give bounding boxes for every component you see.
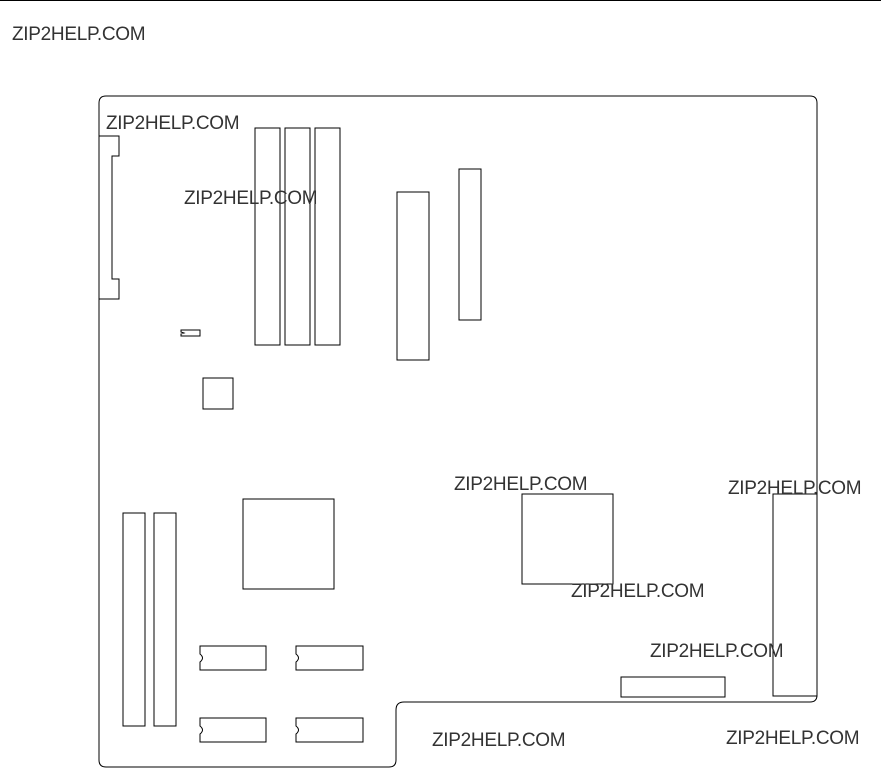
- jumper: [181, 330, 200, 336]
- watermark-text: ZIP2HELP.COM: [184, 188, 318, 209]
- dip-chip-3: [200, 718, 266, 742]
- top-rule: [0, 0, 881, 1]
- watermark-text: ZIP2HELP.COM: [106, 113, 240, 134]
- dip-chip-4: [296, 718, 363, 742]
- bottom-connector: [621, 677, 725, 697]
- rear-io-connector: [99, 136, 119, 299]
- watermark-text: ZIP2HELP.COM: [726, 728, 860, 749]
- board-outline: [99, 96, 817, 767]
- watermark-text: ZIP2HELP.COM: [650, 641, 784, 662]
- memory-slot-1: [255, 128, 280, 345]
- dip-chip-1: [200, 646, 266, 670]
- watermark-text: ZIP2HELP.COM: [432, 730, 566, 751]
- watermark-text: ZIP2HELP.COM: [454, 474, 588, 495]
- ide-connector-1: [123, 513, 145, 726]
- right-edge-connector: [773, 494, 817, 696]
- memory-slot-3: [315, 128, 340, 345]
- header-connector: [459, 169, 481, 320]
- watermark-text: ZIP2HELP.COM: [728, 478, 862, 499]
- expansion-connector: [397, 192, 429, 360]
- large-chip-1: [243, 499, 334, 589]
- watermark-text: ZIP2HELP.COM: [571, 581, 705, 602]
- large-chip-2: [522, 494, 613, 584]
- watermark-text: ZIP2HELP.COM: [12, 24, 146, 45]
- dip-chip-2: [296, 646, 363, 670]
- memory-slot-2: [285, 128, 310, 345]
- ide-connector-2: [154, 513, 176, 726]
- small-chip: [203, 378, 233, 409]
